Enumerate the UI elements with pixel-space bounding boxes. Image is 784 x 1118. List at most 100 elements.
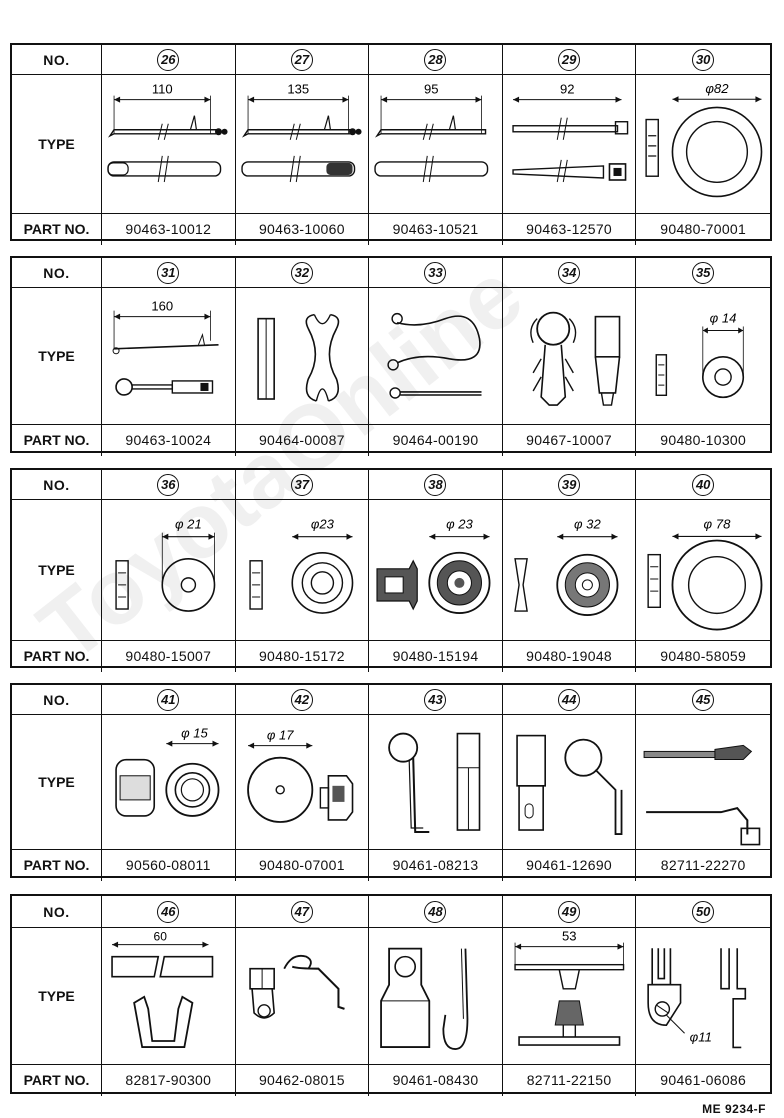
terminal-clamp-drawing <box>369 928 502 1064</box>
edge-clip-drawing: 60 <box>102 928 235 1064</box>
part-number: 90480-15194 <box>369 640 503 672</box>
part-number: 90461-12690 <box>503 849 637 881</box>
part-number: 90480-70001 <box>660 221 747 238</box>
part-no-label: PART NO. <box>12 213 102 245</box>
part-number: 90463-10521 <box>369 213 503 245</box>
document-id: ME 9234-F <box>702 1102 766 1116</box>
no-label: NO. <box>12 685 102 715</box>
grommet-drawing: φ 15 <box>102 715 235 849</box>
no-label: NO. <box>12 470 102 500</box>
grommet-drawing: φ 32 <box>503 500 636 640</box>
clamp-drawing <box>369 715 502 849</box>
dimension-label: φ 15 <box>181 726 208 741</box>
no-label: NO. <box>12 896 102 928</box>
part-number: 90463-10024 <box>102 424 236 456</box>
clip-drawing <box>236 288 369 424</box>
item-number: 46 <box>157 900 180 923</box>
dimension-label: 60 <box>154 930 168 944</box>
part-number: 90464-00087 <box>236 424 370 456</box>
grommet-drawing: φ23 <box>236 500 369 640</box>
cable-tie-drawing: 95 <box>369 75 502 213</box>
dimension-label: φ11 <box>690 1029 712 1044</box>
part-no-label: PART NO. <box>12 640 102 672</box>
cable-tie-drawing <box>636 715 770 849</box>
grommet-drawing: φ 14 <box>636 288 770 424</box>
part-number: 82817-90300 <box>102 1064 236 1096</box>
parts-table-5: NO. 46 47 48 49 50 TYPE 60 <box>10 894 772 1096</box>
clamp-drawing: φ11 <box>636 928 770 1064</box>
band-clamp-drawing <box>369 288 502 424</box>
parts-table-1: NO. 26 27 28 29 30 TYPE 110 <box>10 43 772 245</box>
item-number: 28 <box>424 48 447 71</box>
part-number: 82711-22270 <box>660 857 746 874</box>
part-number: 90480-10300 <box>660 432 747 449</box>
item-number: 48 <box>424 900 447 923</box>
part-no-label: PART NO. <box>12 424 102 456</box>
item-number: 36 <box>157 473 180 496</box>
cable-tie-drawing: 92 <box>503 75 636 213</box>
parts-table-2: NO. 31 32 33 34 35 TYPE 160 <box>10 256 772 456</box>
dimension-label: φ23 <box>310 517 334 532</box>
item-number: 38 <box>424 473 447 496</box>
item-number: 27 <box>290 48 313 71</box>
parts-table-4: NO. 41 42 43 44 45 TYPE φ 15 <box>10 683 772 881</box>
item-number: 47 <box>290 900 313 923</box>
part-number: 90464-00190 <box>369 424 503 456</box>
parts-table-3: NO. 36 37 38 39 40 TYPE φ 21 <box>10 468 772 672</box>
item-number: 30 <box>692 48 715 71</box>
item-number: 35 <box>692 261 715 284</box>
cable-tie-drawing: 160 <box>102 288 235 424</box>
item-number: 50 <box>692 900 715 923</box>
part-number: 90480-15007 <box>102 640 236 672</box>
part-number: 90480-07001 <box>236 849 370 881</box>
part-number: 90463-12570 <box>503 213 637 245</box>
part-no-label: PART NO. <box>12 849 102 881</box>
part-number: 90480-19048 <box>503 640 637 672</box>
dimension-label: φ 23 <box>446 517 473 532</box>
clamp-drawing <box>503 715 636 849</box>
part-number: 90467-10007 <box>503 424 637 456</box>
part-number: 90560-08011 <box>102 849 236 881</box>
grommet-drawing: φ 21 <box>102 500 235 640</box>
dimension-label: 110 <box>152 82 173 97</box>
dimension-label: φ 21 <box>175 517 202 532</box>
item-number: 31 <box>157 261 180 284</box>
item-number: 49 <box>558 900 581 923</box>
item-number: 45 <box>692 688 715 711</box>
item-number: 29 <box>558 48 581 71</box>
part-number: 90461-08430 <box>369 1064 503 1096</box>
dimension-label: 92 <box>560 82 575 97</box>
item-number: 39 <box>558 473 581 496</box>
type-label: TYPE <box>12 928 102 1065</box>
clamp-drawing <box>236 928 369 1064</box>
item-number: 44 <box>558 688 581 711</box>
part-no-label: PART NO. <box>12 1064 102 1096</box>
grommet-drawing: φ 78 <box>636 500 770 640</box>
dimension-label: φ 14 <box>710 310 737 325</box>
cable-tie-drawing: 53 <box>503 928 636 1064</box>
part-number: 82711-22150 <box>503 1064 637 1096</box>
dimension-label: 135 <box>287 82 309 97</box>
type-label: TYPE <box>12 288 102 425</box>
dimension-label: 95 <box>424 82 439 97</box>
item-number: 26 <box>157 48 180 71</box>
no-label: NO. <box>12 258 102 288</box>
item-number: 41 <box>157 688 180 711</box>
grommet-drawing: φ82 <box>636 75 770 213</box>
dimension-label: 160 <box>151 299 173 314</box>
dimension-label: φ82 <box>706 81 730 96</box>
item-number: 33 <box>424 261 447 284</box>
item-number: 32 <box>290 261 313 284</box>
cable-tie-drawing: 135 <box>236 75 369 213</box>
harness-clip-drawing <box>503 288 636 424</box>
part-number: 90461-08213 <box>369 849 503 881</box>
part-number: 90463-10012 <box>102 213 236 245</box>
part-number: 90480-58059 <box>660 648 747 665</box>
type-label: TYPE <box>12 75 102 214</box>
item-number: 40 <box>692 473 715 496</box>
no-label: NO. <box>12 45 102 75</box>
dimension-label: φ 32 <box>574 517 601 532</box>
part-number: 90462-08015 <box>236 1064 370 1096</box>
grommet-drawing: φ 17 <box>236 715 369 849</box>
type-label: TYPE <box>12 715 102 850</box>
